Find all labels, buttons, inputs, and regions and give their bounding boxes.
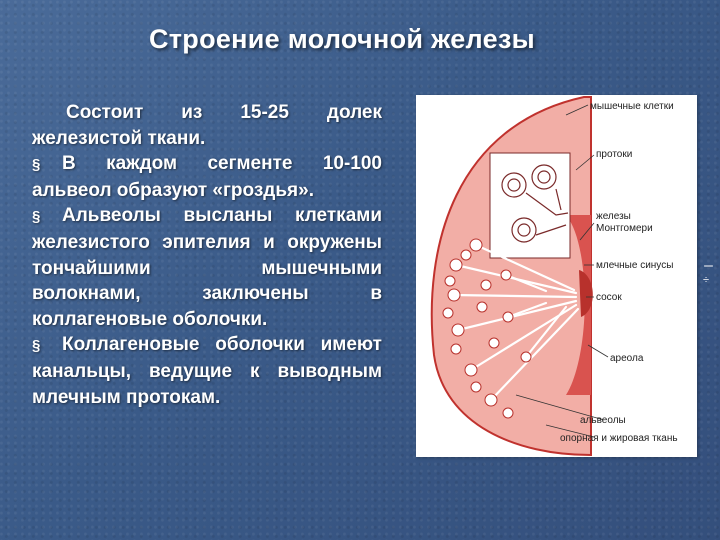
paragraph-lobules: Состоит из 15-25 долек железистой ткани. bbox=[32, 102, 382, 149]
breast-anatomy-figure: мышечные клетки протоки железы Монтгомер… bbox=[416, 95, 697, 457]
alveoli-bulbs bbox=[442, 238, 532, 419]
bullet-icon: § bbox=[32, 337, 41, 355]
label-montgomery-2: Монтгомери bbox=[596, 223, 653, 234]
label-areola: ареола bbox=[610, 353, 644, 364]
alveoli-ducts bbox=[452, 243, 580, 402]
slide-title: Строение молочной железы bbox=[148, 24, 536, 54]
label-milk-sinuses: млечные синусы bbox=[596, 260, 673, 271]
areola-band bbox=[566, 215, 591, 395]
label-nipple: сосок bbox=[596, 292, 622, 303]
label-montgomery-1: железы bbox=[596, 211, 631, 222]
bullet-icon: § bbox=[32, 208, 41, 226]
label-ducts: протоки bbox=[596, 149, 632, 160]
label-support-fat-tissue: опорная и жировая ткань bbox=[560, 433, 678, 444]
label-alveoli: альвеолы bbox=[580, 415, 626, 426]
bullet-icon: § bbox=[32, 156, 41, 174]
edge-mark: ー ÷ bbox=[703, 261, 714, 286]
detail-inset bbox=[489, 152, 571, 259]
nipple-shape bbox=[579, 270, 593, 317]
paragraph-segments: §В каждом сегменте 10-100 альвеол образу… bbox=[32, 153, 382, 201]
label-muscle-cells: мышечные клетки bbox=[590, 101, 674, 112]
paragraph-alveoli: §Альвеолы высланы клетками железистого э… bbox=[32, 205, 382, 330]
label-leaders bbox=[515, 104, 609, 438]
paragraph-collagen: §Коллагеновые оболочки имеют канальцы, в… bbox=[32, 334, 382, 408]
anatomy-diagram: мышечные клетки протоки железы Монтгомер… bbox=[430, 96, 678, 457]
slide-body: Состоит из 15-25 долек железистой ткани.… bbox=[32, 100, 382, 410]
lobule-group bbox=[501, 164, 569, 243]
